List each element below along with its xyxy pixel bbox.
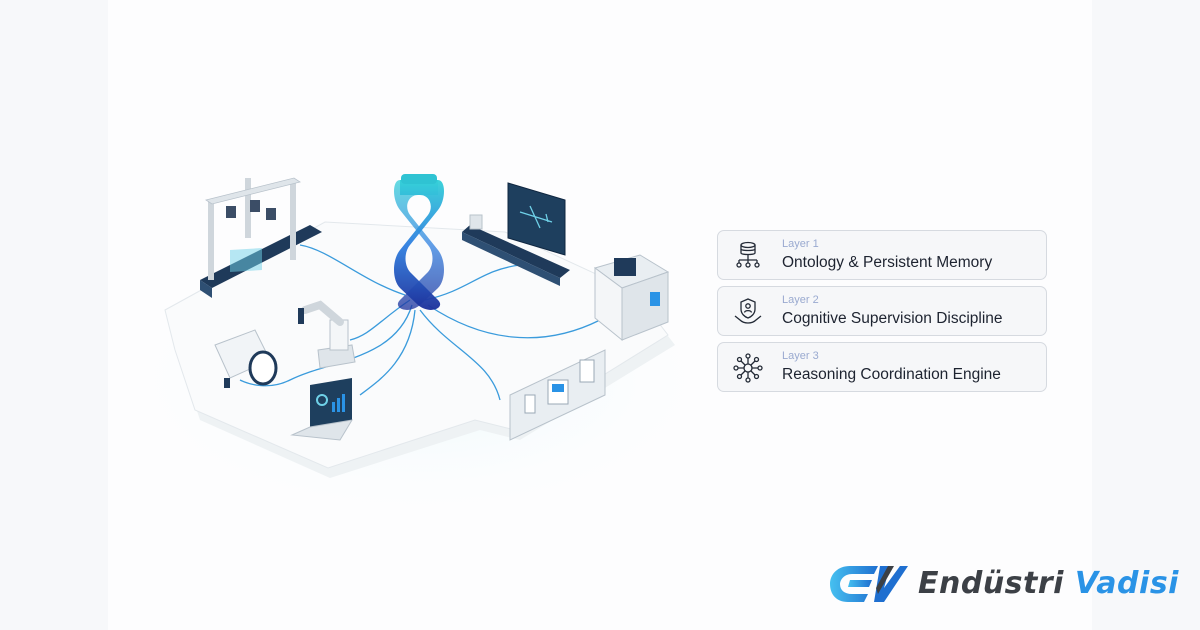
layer-card-1: Layer 1 Ontology & Persistent Memory <box>717 230 1047 280</box>
robot-arm <box>298 300 356 369</box>
layer-title: Ontology & Persistent Memory <box>782 254 993 271</box>
control-cabinet <box>509 349 606 441</box>
layer-title: Reasoning Coordination Engine <box>782 366 1001 383</box>
layer-title: Cognitive Supervision Discipline <box>782 310 1003 327</box>
layer-number: Layer 3 <box>782 350 819 362</box>
shield-person-hands-icon <box>734 298 762 324</box>
helix-logo <box>394 174 444 310</box>
laptop-dashboard <box>290 378 353 441</box>
layers-panel: Layer 1 Ontology & Persistent Memory Lay… <box>717 230 1047 398</box>
electric-motor <box>214 329 278 388</box>
brand-word-1: Endüstri <box>918 566 1064 601</box>
ev-logo-icon <box>830 566 908 602</box>
brand-word-2: Vadisi <box>1074 566 1179 601</box>
network-hub-icon <box>733 353 763 383</box>
layer-card-2: Layer 2 Cognitive Supervision Discipline <box>717 286 1047 336</box>
database-hierarchy-icon <box>736 241 760 268</box>
vision-gantry <box>200 177 322 298</box>
layer-number: Layer 1 <box>782 238 819 250</box>
brand-name: Endüstri Vadisi <box>918 566 1179 601</box>
conveyor-with-aircraft-display <box>462 182 570 286</box>
layer-card-3: Layer 3 Reasoning Coordination Engine <box>717 342 1047 392</box>
brand-watermark: Endüstri Vadisi <box>828 560 1178 610</box>
layer-number: Layer 2 <box>782 294 819 306</box>
cnc-machine <box>593 254 670 342</box>
